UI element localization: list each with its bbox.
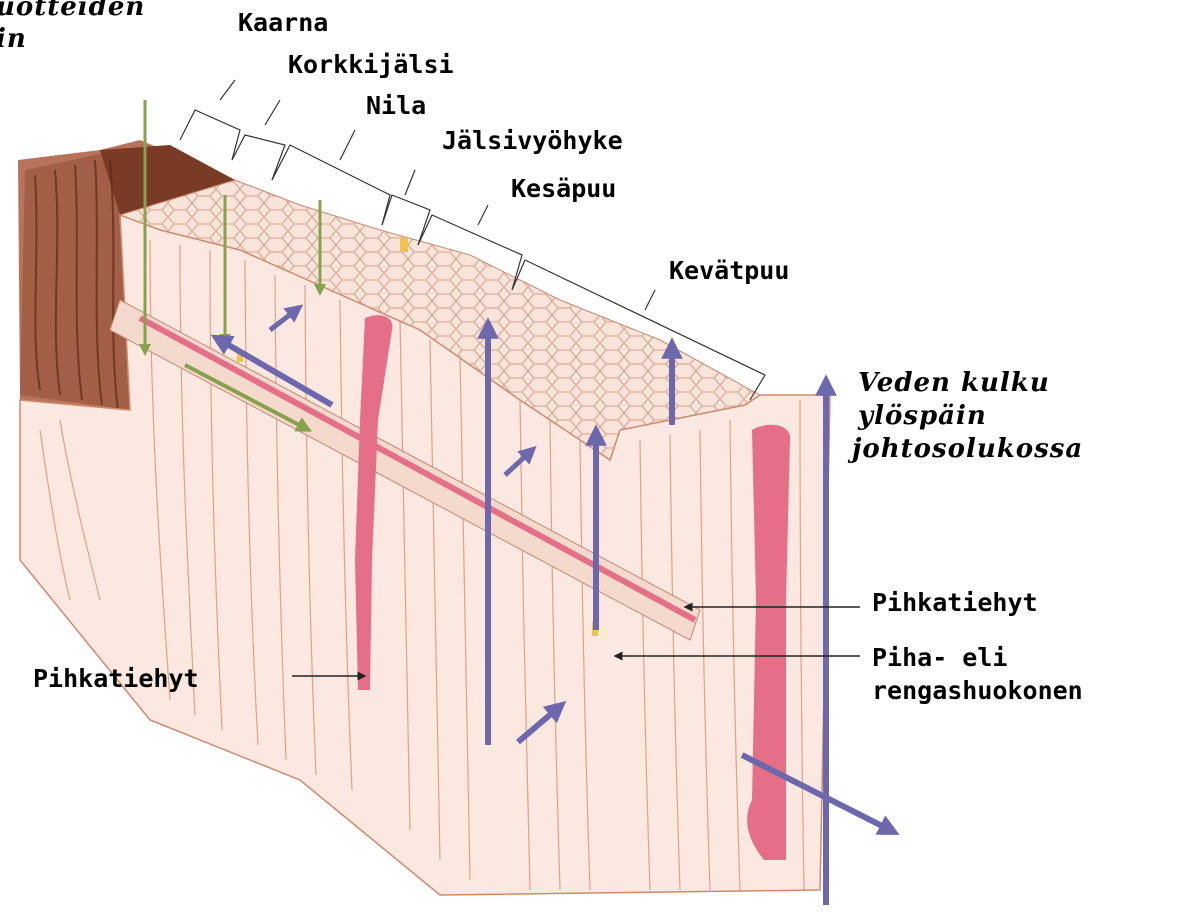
label-pit-line2: rengashuokonen: [872, 678, 1083, 703]
label-water-line3: johtosolukossa: [852, 436, 1083, 462]
label-kesapuu: Kesäpuu: [511, 176, 616, 201]
label-water-line2: ylöspäin: [858, 403, 987, 429]
label-resin-duct-right: Pihkatiehyt: [872, 590, 1038, 615]
label-water-line1: Veden kulku: [858, 370, 1050, 396]
label-nila: Nila: [366, 93, 426, 118]
label-top-left-line1: uotteiden: [0, 0, 145, 20]
label-kevatpuu: Kevätpuu: [669, 258, 789, 283]
label-top-left-line2: in: [0, 26, 27, 52]
label-jalsivyohyke: Jälsivyöhyke: [442, 128, 623, 153]
label-kaarna: Kaarna: [238, 10, 328, 35]
label-pit-line1: Piha- eli: [872, 645, 1007, 670]
label-korkkijalsi: Korkkijälsi: [288, 52, 454, 77]
label-resin-duct-left: Pihkatiehyt: [33, 666, 199, 691]
